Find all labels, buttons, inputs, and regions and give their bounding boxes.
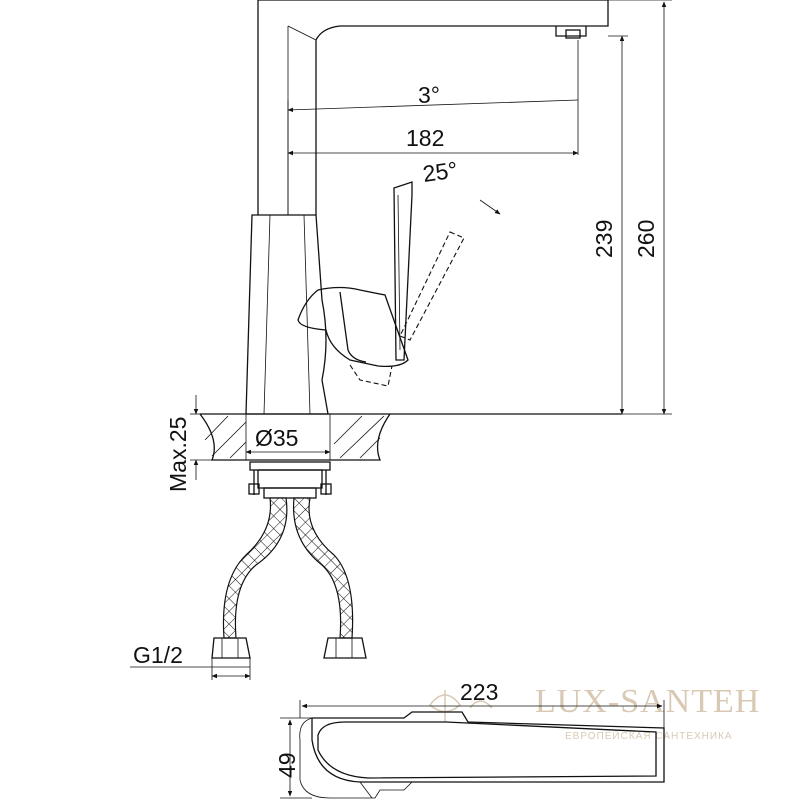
dim-total-height: 260 [633,220,659,258]
faucet-top-view [280,700,665,799]
mounting-hardware [248,461,332,499]
watermark-name: LUX-SANTEH [535,683,760,720]
watermark-subtitle: ЕВРОПЕЙСКАЯ САНТЕХНИКА [565,729,733,742]
dim-hole-diameter: Ø35 [255,425,298,451]
dim-lever-angle: 25° [421,156,459,187]
flexible-hoses [211,497,367,659]
dim-thread: G1/2 [133,642,183,668]
dimension-lines [130,0,672,680]
dim-max-counter-thickness: Max.25 [165,417,191,492]
watermark: LUX-SANTEH ЕВРОПЕЙСКАЯ САНТЕХНИКА [428,683,760,742]
dim-spout-height: 239 [591,220,617,258]
faucet-side-view [200,0,622,415]
dim-spout-reach: 182 [406,125,444,151]
dim-spout-angle: 3° [418,82,440,108]
dim-top-view-width: 49 [274,752,300,778]
dim-top-view-length: 223 [460,679,498,705]
